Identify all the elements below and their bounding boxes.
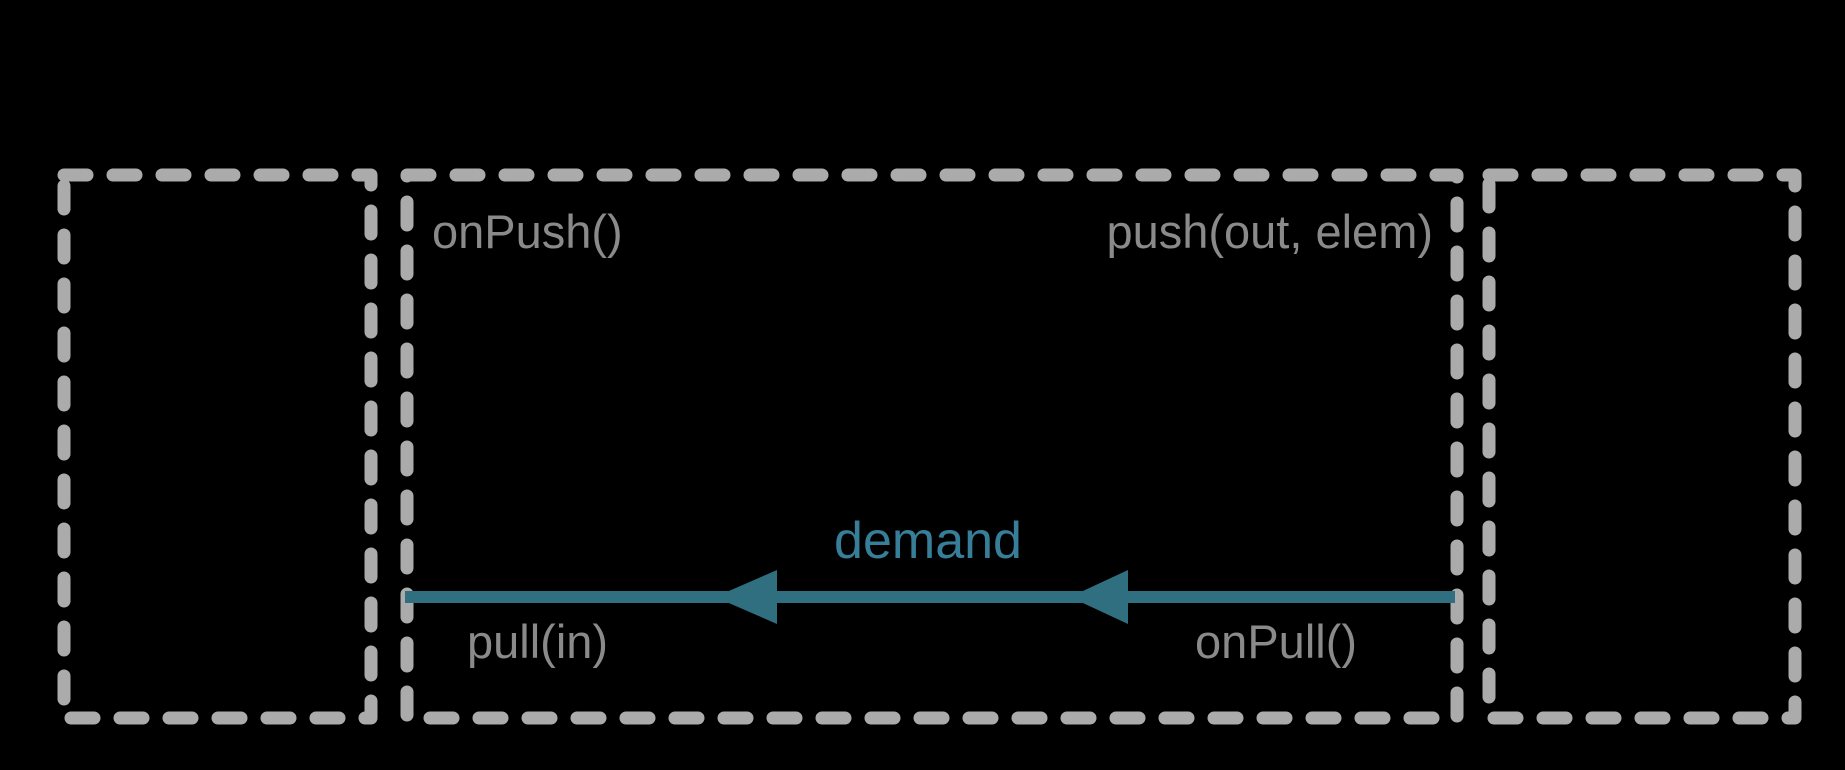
right-neighbor-stage-box bbox=[1482, 168, 1802, 725]
stage-box bbox=[400, 168, 1464, 725]
pull-in-label: pull(in) bbox=[467, 615, 608, 668]
demand-arrowhead-left-icon bbox=[715, 570, 777, 624]
push-out-elem-label: push(out, elem) bbox=[1106, 205, 1433, 258]
left-neighbor-stage-box bbox=[57, 168, 378, 725]
demand-label: demand bbox=[834, 512, 1022, 570]
demand-arrowhead-right-icon bbox=[1070, 570, 1128, 624]
onpush-label: onPush() bbox=[432, 205, 623, 258]
onpull-label: onPull() bbox=[1195, 615, 1357, 668]
